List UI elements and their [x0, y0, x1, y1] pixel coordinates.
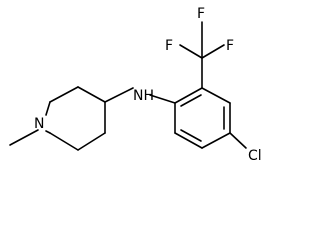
bond-aryl-cl [229, 132, 247, 149]
atom-label-f-right: F [226, 38, 234, 54]
bond-ar-double-3 [180, 129, 202, 142]
bond-ar-c1-c2 [174, 87, 203, 104]
atom-label-f-top: F [197, 6, 205, 22]
bond-ar-c2-c3 [201, 87, 231, 104]
bond-c4-nh [104, 87, 134, 103]
bond-c3-c2 [49, 86, 79, 103]
bond-c2-n1 [45, 101, 51, 116]
bond-n1-methyl [9, 129, 39, 146]
bond-ar-c5-c6 [174, 132, 203, 149]
atom-label-f-left: F [165, 38, 173, 54]
atom-label-nh: NH [133, 88, 154, 104]
bond-c6-c5 [49, 132, 79, 151]
benzene-ring [174, 87, 231, 149]
bond-c4-c3 [77, 86, 106, 103]
bond-c5-c4 [77, 132, 106, 151]
bond-c-f-left [179, 44, 203, 59]
bond-ar-c4-c5 [201, 132, 231, 149]
bond-nh-aryl [149, 94, 176, 104]
atom-label-cl: Cl [248, 148, 262, 164]
piperidine-ring [45, 86, 106, 151]
chemical-structure-drawing: N NH Cl F F F [9, 6, 262, 164]
bond-ar-double-1 [180, 94, 202, 107]
bond-c-f-right [201, 44, 225, 59]
atom-label-n-ring: N [34, 116, 44, 132]
